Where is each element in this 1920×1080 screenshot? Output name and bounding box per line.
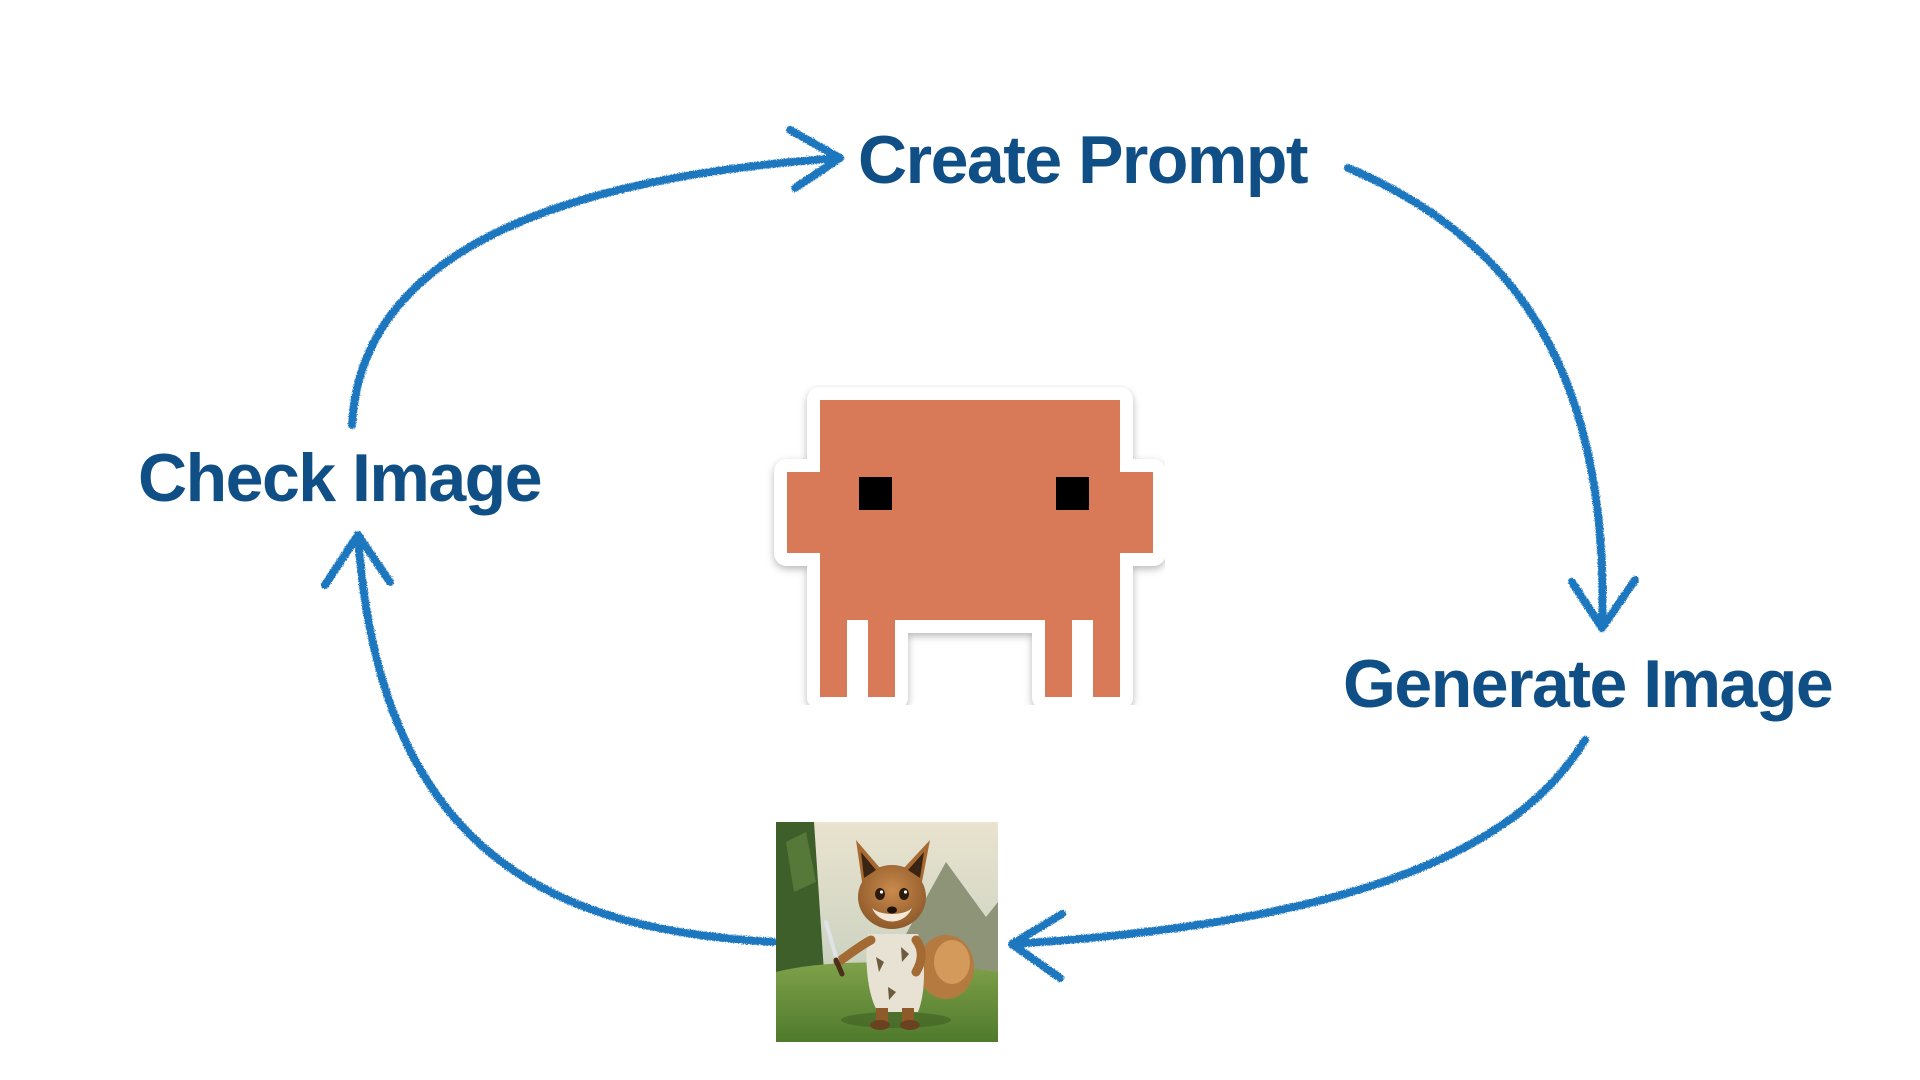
step-create-prompt: Create Prompt	[858, 122, 1309, 198]
arrow-check-to-create	[348, 154, 844, 429]
arrow-result-to-check-head	[321, 531, 394, 589]
step-check-image: Check Image	[138, 440, 543, 516]
step-generate-image: Generate Image	[1343, 646, 1834, 722]
arrow-generate-to-result-head	[1008, 910, 1066, 982]
pixel-mascot-icon	[774, 387, 1165, 705]
mascot-right-eye	[1056, 477, 1089, 510]
arrow-create-to-generate	[1344, 164, 1607, 632]
arrow-check-to-create-head	[786, 126, 844, 192]
mascot-left-eye	[859, 477, 892, 510]
arrow-result-to-check	[354, 531, 777, 946]
arrow-generate-to-result	[1008, 736, 1589, 948]
fox-character-image	[776, 822, 998, 1042]
arrow-create-to-generate-head	[1568, 576, 1639, 632]
